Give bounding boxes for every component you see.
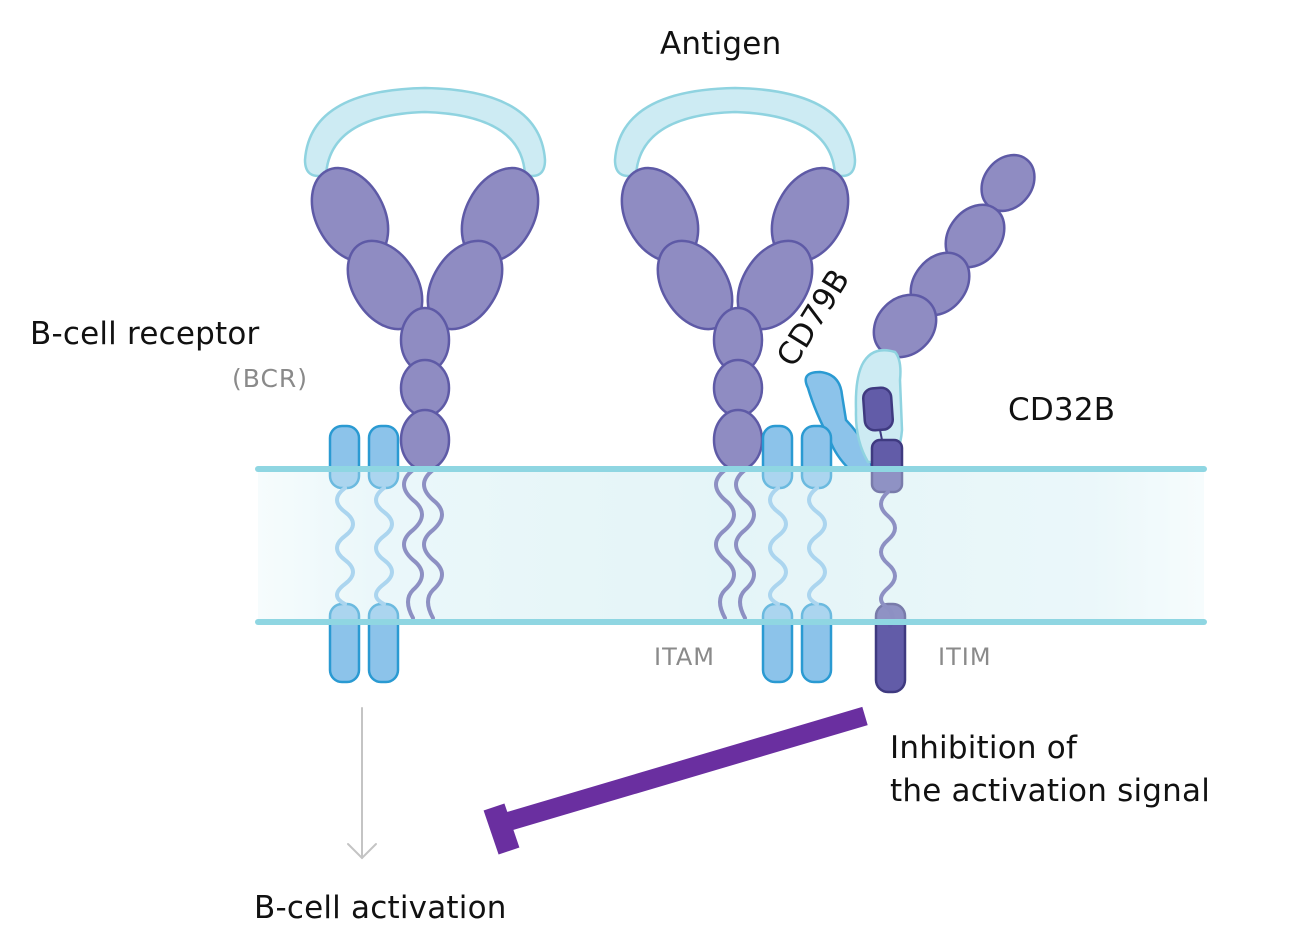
inhibition-label-line1: Inhibition of: [890, 730, 1078, 766]
activation-label: B-cell activation: [254, 890, 507, 926]
transmembrane-waves-right: [714, 468, 827, 620]
antigen-left: [303, 86, 547, 178]
activation-arrow: [347, 707, 377, 860]
antibody-right: [620, 166, 850, 472]
inhibition-label-line2: the activation signal: [890, 773, 1211, 809]
cell-membrane: [258, 470, 1204, 622]
itim-label: ITIM: [938, 643, 992, 671]
inhibition-bar: [483, 706, 868, 855]
membrane-interior: [258, 470, 1204, 622]
anti-cd32b-arm: [872, 153, 1036, 359]
bcr-label: B-cell receptor: [30, 316, 260, 352]
membrane-overlay: [258, 470, 1204, 622]
bcr-abbrev-label: (BCR): [232, 364, 309, 393]
antigen-right: [613, 86, 857, 178]
bcr-right: [613, 86, 874, 684]
cd32b-transmembrane-wave: [879, 490, 897, 628]
antigen-label: Antigen: [660, 26, 782, 62]
cd32b-label: CD32B: [1008, 392, 1116, 428]
antibody-left: [310, 166, 540, 472]
bcr-left: [303, 86, 547, 684]
itam-label: ITAM: [654, 643, 715, 671]
transmembrane-waves-left: [335, 468, 444, 620]
